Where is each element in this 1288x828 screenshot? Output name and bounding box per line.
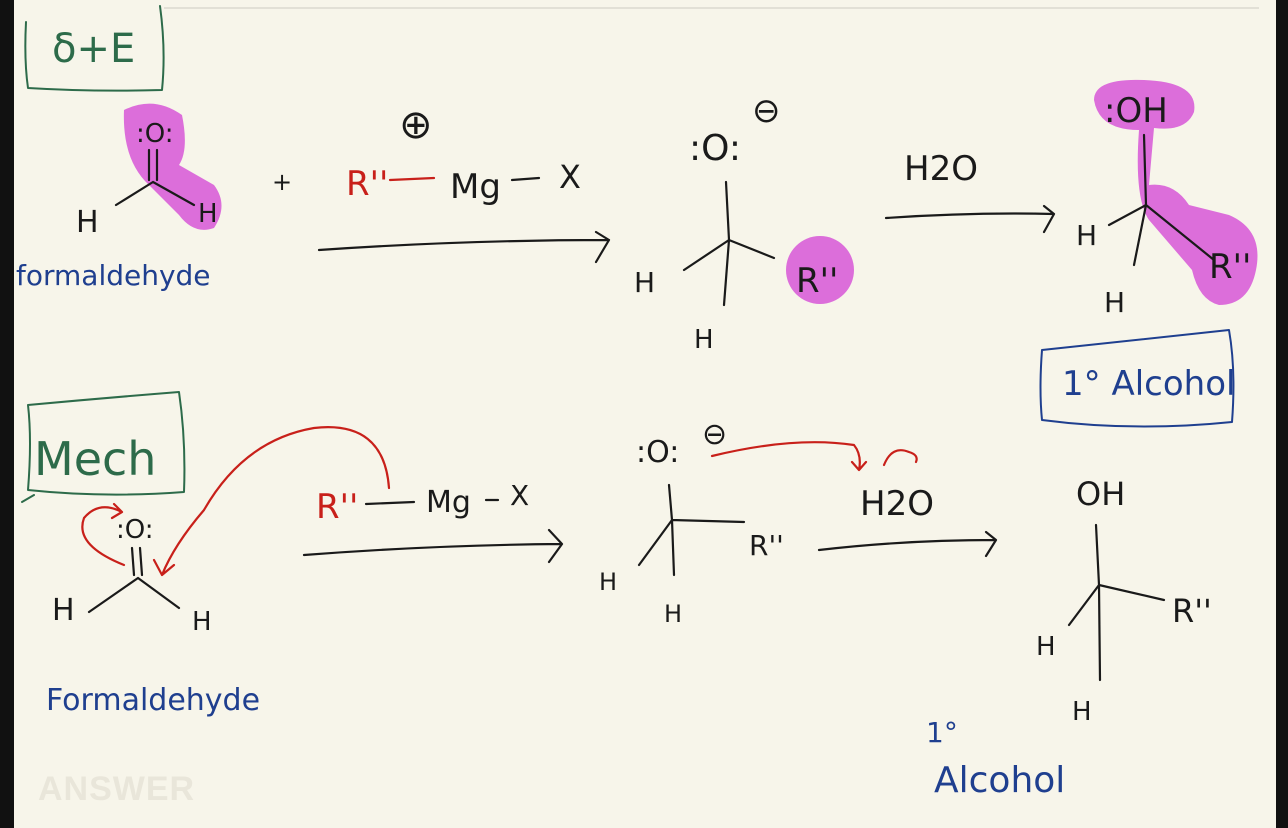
- mech-arrow-O-pushing: [81, 502, 126, 567]
- top-charge-plus: ⊕: [399, 102, 433, 148]
- mech-reactant-H-right: H: [192, 607, 212, 637]
- top-reagent-bond2: [510, 176, 541, 182]
- mech-reactant-bonds: [87, 546, 181, 614]
- mech-arrow-2: [817, 530, 998, 558]
- top-product-H2: H: [1104, 286, 1125, 319]
- answer-watermark: ANSWER: [38, 770, 196, 808]
- top-reactant-H-left: H: [76, 205, 99, 240]
- mech-reagent-Mg: Mg: [426, 485, 471, 520]
- box-delta-e: [24, 5, 165, 92]
- top-intermediate-charge: ⊖: [752, 91, 781, 131]
- box-product-label: [1039, 329, 1235, 428]
- top-product-OH: :OH: [1104, 91, 1168, 131]
- mech-product-label: Alcohol: [934, 760, 1065, 801]
- top-reagent-X: X: [559, 158, 581, 196]
- box-mech-label: Mech: [34, 432, 156, 486]
- mech-intermediate-charge: ⊖: [702, 417, 727, 452]
- top-arrow-2: [884, 204, 1056, 234]
- top-product-label: 1° Alcohol: [1062, 364, 1235, 404]
- top-arrow-1: [317, 230, 611, 264]
- highlight-R-intermediate: [786, 236, 854, 304]
- mech-product-OH: OH: [1076, 475, 1125, 513]
- mech-reagent-bond: [364, 500, 416, 506]
- top-reagent-R: R'': [346, 164, 388, 204]
- highlight-carbonyl: [123, 103, 222, 230]
- mech-intermediate-bonds: [637, 483, 746, 577]
- handwritten-notes: δ+E :O: H H formaldehyde + ⊕ R'' Mg X :O…: [16, 5, 1259, 801]
- mech-reagent-R: R'': [316, 487, 358, 527]
- top-reactant-H-right: H: [198, 199, 218, 229]
- top-intermediate-R: R'': [796, 261, 838, 301]
- mech-intermediate-R: R'': [749, 529, 784, 562]
- top-reactant-bonds: [114, 148, 196, 207]
- top-product-H1: H: [1076, 219, 1097, 252]
- mech-reactant-O: :O:: [116, 515, 154, 545]
- mech-arrow-proton: [710, 441, 868, 472]
- mech-product-label-num: 1°: [926, 716, 958, 749]
- whiteboard-canvas: δ+E :O: H H formaldehyde + ⊕ R'' Mg X :O…: [14, 0, 1276, 828]
- box-delta-e-label: δ+E: [52, 26, 135, 72]
- top-intermediate-bonds: [682, 180, 776, 307]
- mech-arrow-water: [882, 449, 918, 467]
- top-reagent-bond: [388, 176, 436, 182]
- mech-intermediate-O: :O:: [636, 435, 679, 470]
- box-mech: [21, 391, 186, 503]
- mech-arrow-1: [302, 528, 564, 564]
- mech-reagent2: H2O: [860, 484, 934, 524]
- highlight-product: [1094, 79, 1258, 305]
- mech-product-bonds: [1067, 523, 1166, 682]
- top-reagent-Mg: Mg: [450, 167, 501, 207]
- mech-reagent-X: X: [510, 479, 529, 512]
- top-plus: +: [272, 168, 292, 196]
- top-reagent2: H2O: [904, 149, 978, 189]
- top-product-bonds: [1107, 133, 1216, 267]
- top-intermediate-O: :O:: [689, 128, 741, 169]
- mech-intermediate-H1: H: [599, 568, 617, 596]
- mech-product-R: R'': [1172, 592, 1212, 630]
- top-reactant-name: formaldehyde: [16, 259, 211, 292]
- top-product-R: R'': [1209, 247, 1251, 287]
- top-intermediate-H1: H: [634, 266, 655, 299]
- mech-intermediate-H2: H: [664, 600, 682, 628]
- top-reactant-O: :O:: [136, 119, 174, 149]
- top-intermediate-H2: H: [694, 325, 714, 355]
- mech-reactant-H-left: H: [52, 593, 75, 628]
- mech-product-H1: H: [1036, 632, 1056, 662]
- mech-product-H2: H: [1072, 697, 1092, 727]
- mech-arrow-nucleophile: [152, 426, 391, 577]
- mech-reactant-name: Formaldehyde: [46, 683, 260, 718]
